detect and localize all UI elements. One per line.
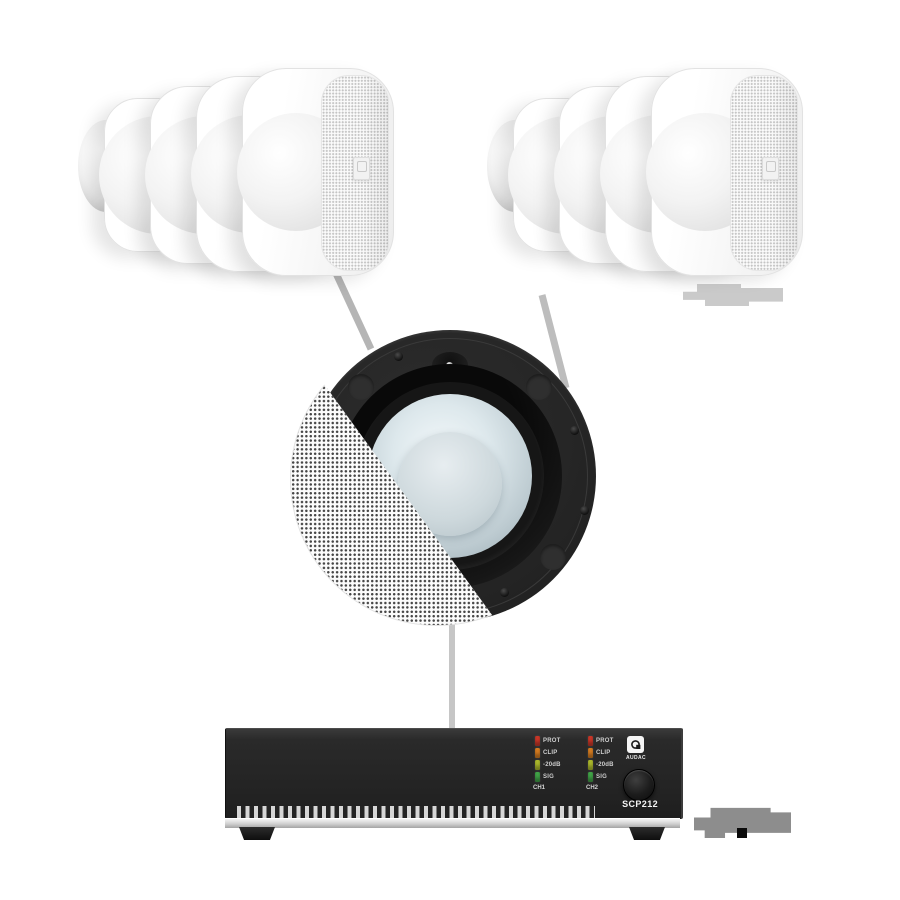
foot-right — [629, 827, 665, 840]
screw-icon — [580, 506, 589, 515]
led-label: CLIP — [596, 750, 611, 756]
audac-logo-icon — [627, 736, 644, 753]
volume-knob — [623, 769, 655, 801]
clip-led — [588, 748, 593, 758]
flange-indent — [348, 374, 374, 400]
prot-led — [535, 736, 540, 746]
led-label: PROT — [596, 738, 614, 744]
led-label: -20dB — [596, 762, 614, 768]
screw-icon — [570, 426, 579, 435]
sig-led — [588, 772, 593, 782]
screw-icon — [394, 352, 403, 361]
led-label: SIG — [543, 774, 554, 780]
speaker-cabinet-front — [237, 68, 394, 276]
channel-label: CH2 — [586, 785, 599, 791]
led-label: PROT — [543, 738, 561, 744]
speaker-grille — [321, 75, 389, 271]
speaker-cabinet-front — [646, 68, 803, 276]
bottom-trim — [225, 818, 680, 828]
sig-led — [535, 772, 540, 782]
flange-indent — [526, 374, 552, 400]
screw-icon — [500, 588, 509, 597]
channel-label: CH1 — [533, 785, 546, 791]
foot-left — [239, 827, 275, 840]
led-label: CLIP — [543, 750, 558, 756]
gray-artifact-blob — [683, 284, 783, 306]
model-label: SCP212 — [622, 799, 658, 809]
minus20db-led — [588, 760, 593, 770]
amplifier-scp212: PROT CLIP -20dB SIG CH1 PROT — [225, 726, 683, 842]
amplifier-front-panel — [225, 728, 683, 819]
black-square-artifact — [737, 828, 747, 838]
speaker-grille — [730, 75, 798, 271]
audac-badge-icon — [353, 157, 370, 181]
minus20db-led — [535, 760, 540, 770]
led-label: SIG — [596, 774, 607, 780]
led-label: -20dB — [543, 762, 561, 768]
led-meter-ch2: PROT CLIP -20dB SIG CH2 — [586, 726, 640, 796]
prot-led — [588, 736, 593, 746]
clip-led — [535, 748, 540, 758]
speaker-cluster-right — [487, 62, 803, 284]
led-meter-ch1: PROT CLIP -20dB SIG CH1 — [533, 726, 587, 796]
audac-badge-icon — [762, 157, 779, 181]
flange-indent — [540, 544, 566, 570]
vent-comb — [237, 806, 595, 818]
brand-label: AUDAC — [625, 755, 647, 761]
speaker-cluster-left — [78, 62, 394, 284]
